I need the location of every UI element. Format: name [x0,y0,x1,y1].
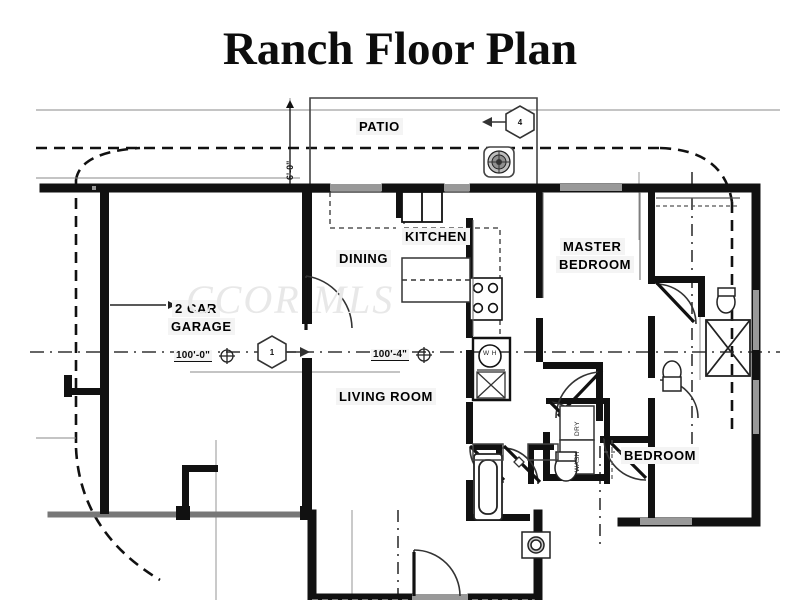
page-title: Ranch Floor Plan [222,23,578,75]
water-heater-closet [471,336,512,402]
section-callout-4-number: 4 [517,118,523,127]
garage-label-leader [110,301,176,309]
toilet-main-bath [554,451,578,482]
interior-thin-lines [472,192,641,336]
water-heater [478,344,502,368]
floor-plan-svg [30,97,780,600]
windows [92,184,759,600]
master-bath-sink [662,360,682,392]
master-closet [656,197,740,207]
elevation-label-garage: 100'-0" [174,350,213,362]
floor-plan-drawing: PATIO KITCHEN DINING LIVING ROOM 2 CAR G… [0,80,800,600]
patio-outline [309,97,538,193]
master-shower [705,319,751,377]
vertical-centerline [397,172,693,600]
property-setback-lines [36,146,734,582]
bath-vanity-counter [472,443,559,461]
room-label-garage-line2: GARAGE [168,318,235,335]
kitchen-range [469,277,503,321]
dimension-label-patio-depth: 6'-0" [285,160,295,180]
closet-shelf-x [476,369,506,399]
room-label-bedroom: BEDROOM [621,447,700,464]
dimension-lines [286,100,294,184]
room-label-garage-line1: 2 CAR [172,300,221,317]
room-label-master-line1: MASTER [560,238,625,255]
section-callout-1-leader [286,347,310,357]
section-callout-1-number: 1 [269,348,275,357]
room-label-living-room: LIVING ROOM [336,388,436,405]
ac-condenser-unit [483,146,515,178]
kitchen-sink [401,191,443,223]
section-callout-1-marker [257,335,287,369]
section-callout-4-leader [482,117,506,127]
bathtub [473,453,503,521]
master-bath-toilet [716,287,736,314]
room-label-kitchen: KITCHEN [402,228,470,245]
room-label-dining: DINING [336,250,392,267]
bath-small-fixture [513,456,525,468]
room-label-patio: PATIO [356,118,403,135]
room-label-master-line2: BEDROOM [556,256,635,273]
dryer-label: DRY [574,421,581,436]
elevation-label-living: 100'-4" [371,349,410,361]
dining-table [401,257,471,303]
section-callout-4-marker [505,105,535,139]
washer-label: WASH [574,451,581,472]
water-heater-label: W H [483,350,497,357]
elevation-target-garage [219,348,235,364]
elevation-target-living [416,347,432,363]
sink-main-bath [521,531,551,559]
